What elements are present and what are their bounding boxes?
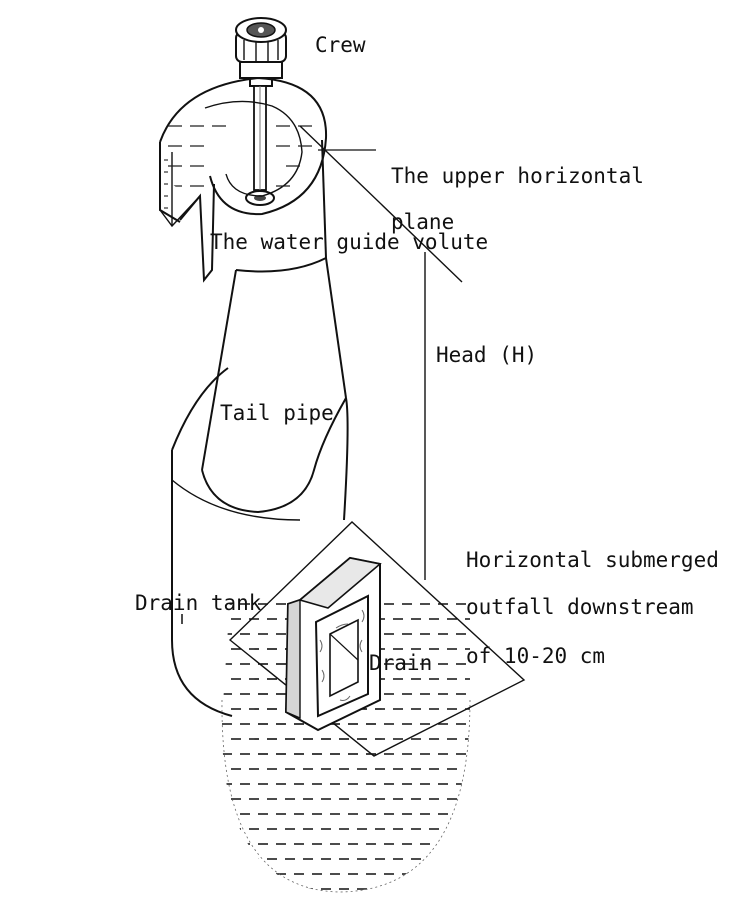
turbine-shaft xyxy=(245,85,275,206)
label-tail-pipe: Tail pipe xyxy=(220,401,334,425)
label-submerged-2: outfall downstream xyxy=(466,595,694,619)
label-head: Head (H) xyxy=(436,343,538,367)
drain-outlet xyxy=(284,556,382,732)
pool-outline xyxy=(221,699,471,893)
tail-pipe xyxy=(201,257,347,514)
head-indicator xyxy=(299,125,463,580)
label-upper-plane-2: plane xyxy=(391,210,455,234)
label-upper-plane-1: The upper horizontal xyxy=(391,164,644,188)
label-drain-tank: Drain tank xyxy=(135,591,262,615)
drain-tank xyxy=(171,367,349,717)
label-submerged-1: Horizontal submerged xyxy=(466,548,719,572)
crew-icon xyxy=(235,17,287,87)
label-volute: The water guide volute xyxy=(210,230,489,254)
downstream-water xyxy=(222,603,470,890)
water-guide-volute xyxy=(159,76,328,283)
label-submerged-3: of 10-20 cm xyxy=(466,644,606,668)
label-drain: Drain xyxy=(369,651,433,675)
label-crew: Crew xyxy=(315,33,366,57)
